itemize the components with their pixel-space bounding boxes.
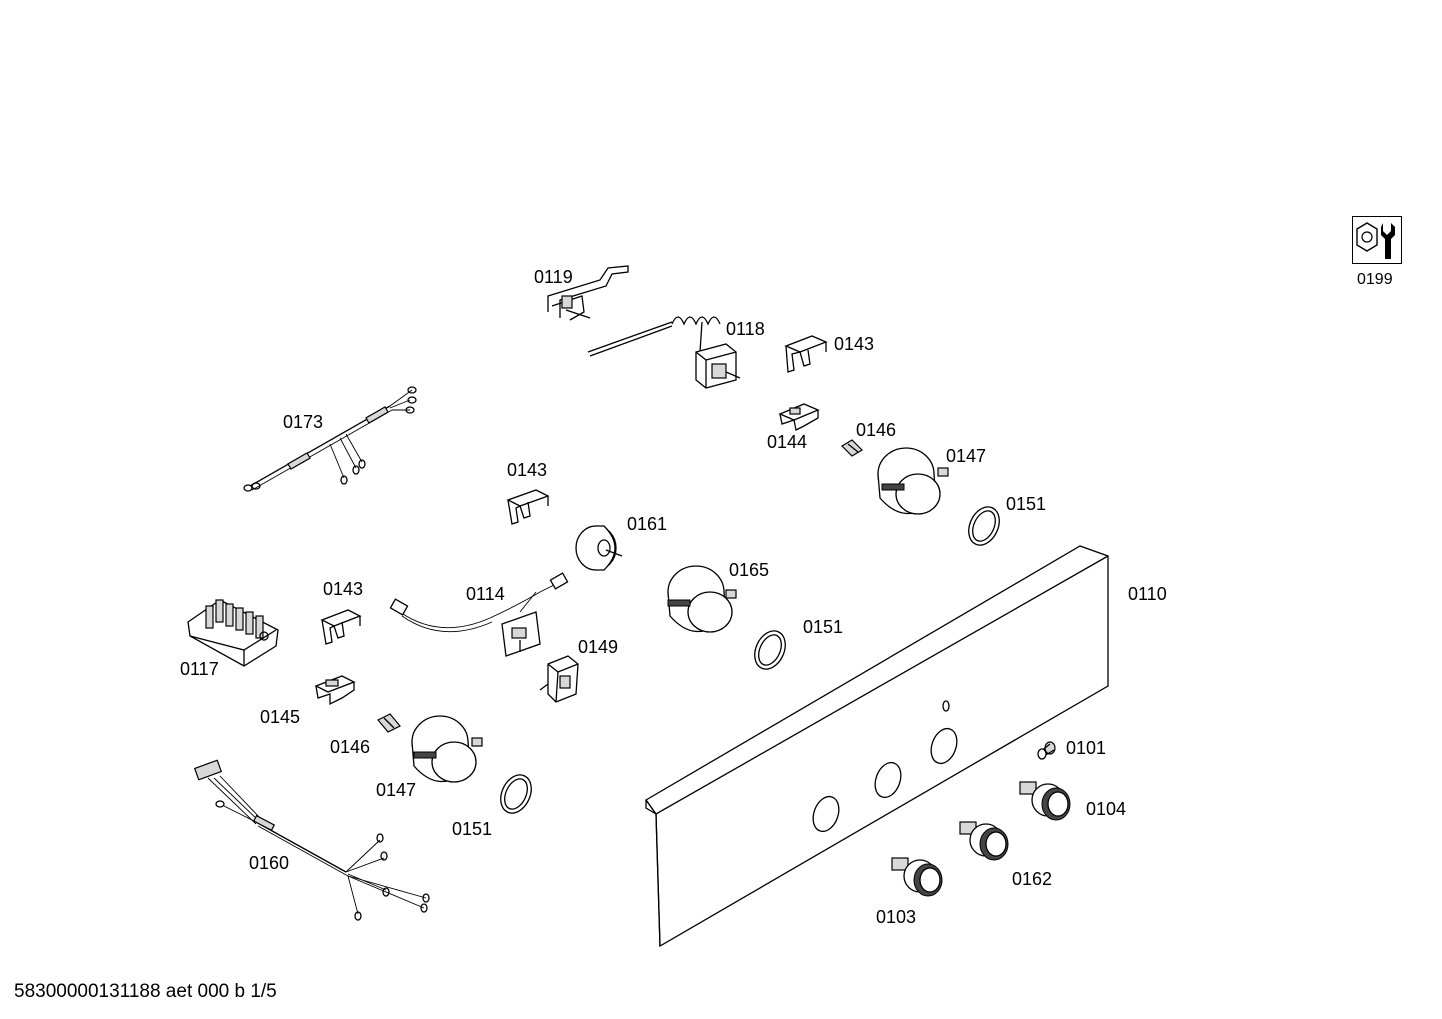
part-0165-bezel-large [667, 565, 737, 633]
part-0151-ring-middle [754, 630, 786, 670]
part-0162-knob [959, 821, 1009, 861]
part-0145-clip [314, 675, 356, 706]
label-0143-top: 0143 [834, 334, 875, 354]
part-0151-ring-top [968, 506, 1000, 546]
part-0114-lamp-wire [389, 572, 569, 657]
label-0151-top: 0151 [1006, 494, 1047, 514]
label-0165: 0165 [729, 560, 770, 580]
label-0143-middle: 0143 [507, 460, 548, 480]
label-0151-lower: 0151 [452, 819, 493, 839]
label-0146-top: 0146 [856, 420, 897, 440]
label-0119: 0119 [534, 267, 573, 287]
label-0110: 0110 [1128, 584, 1167, 604]
label-0146-lower: 0146 [330, 737, 371, 757]
part-0143-clip-top [784, 335, 828, 373]
label-0162: 0162 [1012, 869, 1053, 889]
part-0103-knob [891, 857, 943, 897]
part-0151-ring-lower [500, 774, 532, 814]
part-0147-bezel-top [877, 447, 949, 515]
label-0147-lower: 0147 [376, 780, 417, 800]
label-0149: 0149 [578, 637, 619, 657]
label-0104: 0104 [1086, 799, 1127, 819]
label-0161: 0161 [627, 514, 668, 534]
part-0161-switch [575, 525, 623, 571]
part-0146-holder-top [841, 439, 863, 457]
part-0110-control-panel [645, 545, 1109, 948]
part-0119-bracket [547, 265, 629, 321]
part-0160-wire-harness [193, 759, 430, 921]
label-0199: 0199 [1357, 271, 1393, 288]
part-0149-lamp-holder [539, 655, 579, 703]
nut-and-wrench-icon [1352, 216, 1402, 264]
label-0118: 0118 [726, 319, 765, 339]
part-0118-thermostat [587, 316, 741, 389]
part-0146-holder-lower [377, 713, 401, 733]
label-0143-lower: 0143 [323, 579, 364, 599]
label-0173: 0173 [283, 412, 324, 432]
part-0117-terminal-block [187, 599, 279, 667]
label-0144: 0144 [767, 432, 808, 452]
label-0101: 0101 [1066, 738, 1107, 758]
part-0173-wire-harness [243, 386, 417, 492]
label-0151-middle: 0151 [803, 617, 844, 637]
label-0117: 0117 [180, 659, 219, 679]
part-0101-pin [1037, 741, 1056, 760]
label-0103: 0103 [876, 907, 917, 927]
part-0147-bezel-lower [411, 715, 483, 783]
part-0104-knob [1019, 781, 1071, 821]
part-0144-clip [778, 403, 820, 431]
label-0145: 0145 [260, 707, 301, 727]
label-0147-top: 0147 [946, 446, 987, 466]
part-0143-clip-middle [506, 489, 550, 525]
part-0143-clip-lower [320, 609, 362, 645]
label-0114: 0114 [466, 584, 505, 604]
label-0160: 0160 [249, 853, 290, 873]
document-reference: 58300000131188 aet 000 b 1/5 [14, 981, 277, 1002]
